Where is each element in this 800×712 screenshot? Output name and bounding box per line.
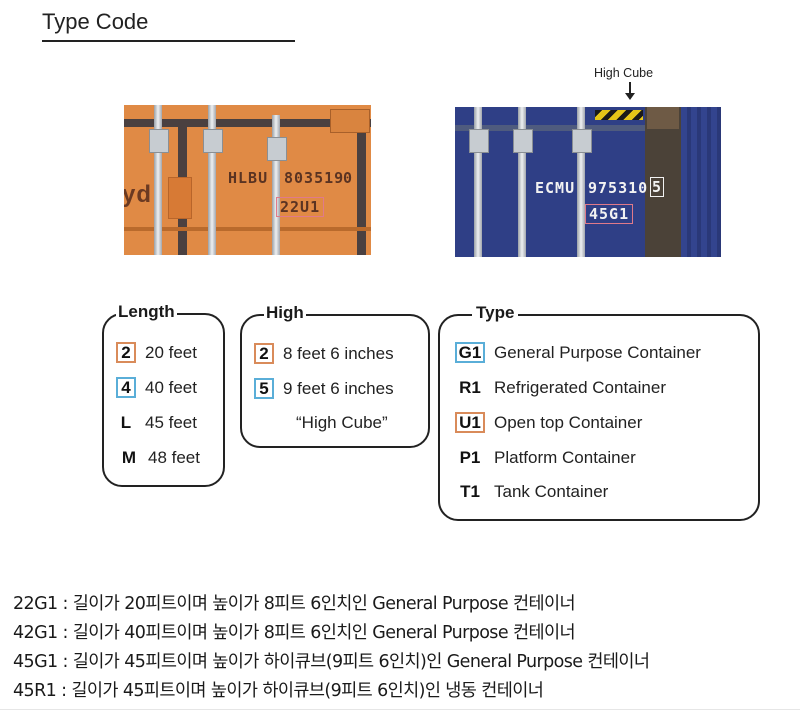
length-item: 4 40 feet <box>116 377 197 398</box>
door-top-bar <box>124 119 371 127</box>
serial-number: 975310 <box>588 179 649 197</box>
locking-bar <box>154 105 162 255</box>
type-legend: Type G1 General Purpose Container R1 Ref… <box>438 303 760 521</box>
length-item: L 45 feet <box>116 412 197 433</box>
locking-bar-clamp <box>513 129 533 153</box>
check-digit: 0 <box>343 169 354 187</box>
type-label: Tank Container <box>494 481 609 501</box>
page-title: Type Code <box>42 9 149 34</box>
high-item: 2 8 feet 6 inches <box>254 343 394 364</box>
type-item: U1 Open top Container <box>455 412 642 433</box>
locking-bar <box>272 115 280 255</box>
hinge-plate <box>168 177 192 219</box>
length-label: 48 feet <box>148 447 200 467</box>
length-label: 45 feet <box>145 412 197 432</box>
locking-bar-clamp <box>267 137 287 161</box>
type-label: Refrigerated Container <box>494 377 666 397</box>
length-legend-title: Length <box>116 302 177 322</box>
type-label: Platform Container <box>494 447 636 467</box>
type-label: General Purpose Container <box>494 342 701 362</box>
type-label: Open top Container <box>494 412 643 432</box>
door-frame-right <box>357 119 366 255</box>
locking-bar <box>577 107 585 257</box>
blue-container-photo: ECMU 975310 5 45G1 <box>455 107 721 257</box>
high-label: 9 feet 6 inches <box>283 378 394 398</box>
example-note: 22G1 : 길이가 20피트이며 높이가 8피트 6인치인 General P… <box>13 594 576 614</box>
length-label: 20 feet <box>145 342 197 362</box>
length-code-badge: 4 <box>116 377 136 398</box>
down-arrow-head-icon <box>625 93 635 100</box>
type-code-badge: P1 <box>459 448 481 467</box>
length-legend: Length 2 20 feet 4 40 feet L 45 feet M 4… <box>102 302 225 487</box>
locking-bar <box>208 105 216 255</box>
high-label: 8 feet 6 inches <box>283 343 394 363</box>
type-item: P1 Platform Container <box>455 447 636 468</box>
example-note: 45G1 : 길이가 45피트이며 높이가 하이큐브(9피트 6인치)인 Gen… <box>13 652 650 672</box>
bottom-divider <box>0 709 800 710</box>
door-bottom-rib <box>124 227 371 231</box>
check-digit: 5 <box>650 177 665 197</box>
hazard-stripe <box>595 110 643 120</box>
length-item: M 48 feet <box>116 447 200 468</box>
high-code-badge: 2 <box>254 343 274 364</box>
locking-bar-clamp <box>572 129 592 153</box>
owner-code: HLBU <box>228 169 269 187</box>
type-item: R1 Refrigerated Container <box>455 377 666 398</box>
type-code-badge: G1 <box>455 342 485 363</box>
high-cube-note: “High Cube” <box>296 413 388 432</box>
corner-casting <box>647 107 679 129</box>
type-code-box: 45G1 <box>585 204 634 224</box>
type-code-badge: U1 <box>455 412 485 433</box>
orange-container-photo: yd HLBU 803519 0 22U1 <box>124 105 371 255</box>
down-arrow-icon <box>629 82 631 95</box>
length-item: 2 20 feet <box>116 342 197 363</box>
owner-code: ECMU <box>535 179 576 197</box>
locking-bar <box>474 107 482 257</box>
example-note: 42G1 : 길이가 40피트이며 높이가 8피트 6인치인 General P… <box>13 623 576 643</box>
high-cube-label: High Cube <box>594 66 654 80</box>
type-item: G1 General Purpose Container <box>455 342 701 363</box>
door-top-bar <box>455 125 655 131</box>
type-code-badge: T1 <box>460 482 480 501</box>
type-item: T1 Tank Container <box>455 481 608 502</box>
high-item: 5 9 feet 6 inches <box>254 378 394 399</box>
type-code-badge: R1 <box>459 378 481 397</box>
length-code-badge: M <box>121 448 137 467</box>
locking-bar-clamp <box>203 129 223 153</box>
high-legend: High 2 8 feet 6 inches 5 9 feet 6 inches… <box>240 303 430 448</box>
high-code-badge: 5 <box>254 378 274 399</box>
type-legend-title: Type <box>472 303 519 323</box>
high-legend-title: High <box>264 303 306 323</box>
locking-bar-clamp <box>469 129 489 153</box>
serial-number: 803519 <box>284 169 345 187</box>
length-code-badge: 2 <box>116 342 136 363</box>
example-note: 45R1 : 길이가 45피트이며 높이가 하이큐브(9피트 6인치)인 냉동 … <box>13 681 544 701</box>
length-label: 40 feet <box>145 377 197 397</box>
title-underline <box>42 40 295 42</box>
locking-bar-clamp <box>149 129 169 153</box>
brand-fragment: yd <box>124 181 153 208</box>
locking-bar <box>518 107 526 257</box>
type-code-box: 22U1 <box>276 197 325 217</box>
corner-casting <box>330 109 370 133</box>
corrugated-panel <box>681 107 721 257</box>
length-code-badge: L <box>120 413 132 432</box>
